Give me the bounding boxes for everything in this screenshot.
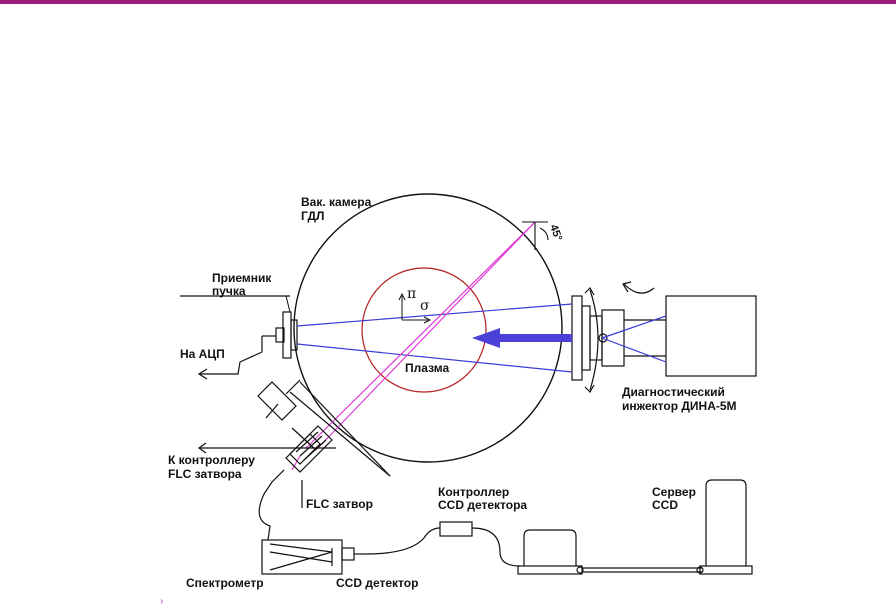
flc-controller-label-line2: FLC затвора — [168, 467, 242, 481]
vacuum-chamber-circle — [293, 193, 563, 463]
plasma-label: Плазма — [405, 361, 449, 375]
flc-shutter-label: FLC затвор — [306, 497, 373, 511]
polarization-axes — [398, 292, 432, 324]
beam-lines — [296, 303, 667, 373]
beam-receiver — [180, 295, 298, 380]
injector-label-line1: Диагностический — [622, 385, 725, 399]
injector-label-line2: инжектор ДИНА-5М — [622, 399, 737, 413]
ccd-controller-label-line2: CCD детектора — [438, 498, 527, 512]
flc-shutter-assembly — [197, 425, 336, 541]
label-leaders — [285, 295, 291, 313]
ccd-detector-label: CCD детектор — [336, 576, 418, 590]
beam-receiver-label-line2: пучка — [212, 284, 246, 298]
angle-marker — [522, 221, 549, 250]
server-box — [699, 479, 753, 575]
spectrometer-label: Спектрометр — [186, 576, 264, 590]
beam-receiver-label-line1: Приемник — [212, 271, 272, 285]
chamber-label-line2: ГДЛ — [301, 209, 324, 223]
flc-controller-label-line1: К контроллеру — [168, 453, 255, 467]
laser-lines — [291, 221, 536, 471]
spectrometer — [261, 539, 366, 575]
ccd-pc — [517, 529, 704, 575]
to-adc-label: На АЦП — [180, 347, 225, 361]
pi-symbol: π — [407, 286, 416, 302]
observation-port — [257, 379, 391, 477]
ccd-controller-label-line1: Контроллер — [438, 485, 509, 499]
plasma-circle — [361, 267, 487, 393]
top-bar — [0, 0, 896, 4]
injector-device — [571, 281, 757, 393]
ccd-controller — [365, 521, 521, 567]
beam-direction-arrow — [472, 328, 572, 348]
server-label-line1: Сервер — [652, 485, 696, 499]
server-label-line2: CCD — [652, 498, 678, 512]
bottom-mark: › — [160, 596, 163, 606]
sigma-symbol: σ — [420, 298, 430, 314]
chamber-label-line1: Вак. камера — [301, 195, 372, 209]
angle-label: 45° — [547, 223, 564, 243]
